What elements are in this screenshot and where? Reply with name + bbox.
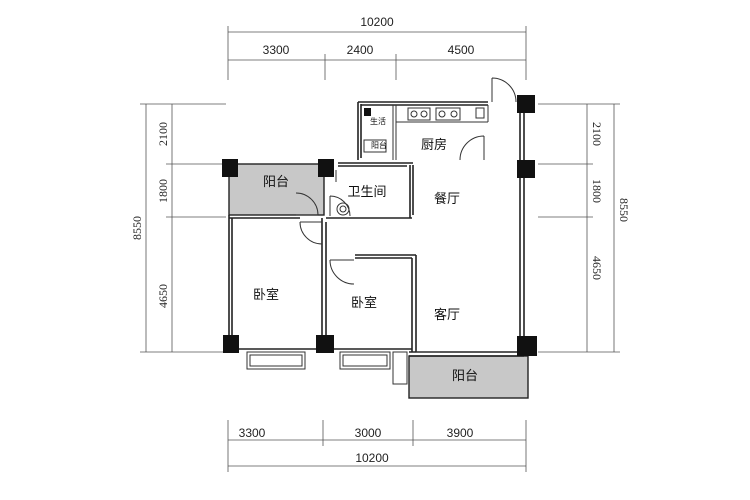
walls bbox=[228, 101, 525, 357]
bedroom-left-label: 卧室 bbox=[253, 287, 279, 303]
right-dimension-group: 2100 1800 4650 8550 bbox=[538, 103, 631, 353]
balcony-bottom-label: 阳台 bbox=[452, 369, 478, 384]
left-dimension-group: 8550 2100 1800 4650 bbox=[130, 103, 226, 353]
utility-b-label: 阳台 bbox=[371, 140, 387, 150]
bottom-segment-3-label: 3900 bbox=[447, 426, 474, 440]
left-total-label: 8550 bbox=[130, 216, 144, 240]
kitchen-fixtures bbox=[407, 107, 485, 121]
utility-a-label: 生活 bbox=[370, 116, 386, 126]
structural-columns bbox=[222, 95, 537, 356]
living-room-label: 客厅 bbox=[434, 307, 460, 323]
bottom-segment-1-label: 3300 bbox=[239, 426, 266, 440]
bathroom-label: 卫生间 bbox=[347, 185, 386, 200]
right-segment-2-label: 1800 bbox=[590, 179, 604, 203]
doors bbox=[295, 77, 517, 353]
dining-label: 餐厅 bbox=[434, 191, 460, 207]
bay-windows bbox=[246, 351, 408, 385]
bottom-total-label: 10200 bbox=[355, 451, 389, 465]
top-segment-2-label: 2400 bbox=[347, 43, 374, 57]
kitchen-label: 厨房 bbox=[421, 137, 447, 153]
balcony-bottom-area bbox=[408, 355, 529, 399]
right-segment-1-label: 2100 bbox=[590, 122, 604, 146]
left-segment-1-label: 2100 bbox=[156, 122, 170, 146]
bedroom-mid-label: 卧室 bbox=[351, 295, 377, 311]
bottom-segment-2-label: 3000 bbox=[355, 426, 382, 440]
top-segment-1-label: 3300 bbox=[263, 43, 290, 57]
right-total-label: 8550 bbox=[617, 198, 631, 222]
top-segment-3-label: 4500 bbox=[448, 43, 475, 57]
left-segment-3-label: 4650 bbox=[156, 284, 170, 308]
right-segment-3-label: 4650 bbox=[590, 256, 604, 280]
top-total-label: 10200 bbox=[360, 15, 394, 29]
balcony-top-area bbox=[228, 163, 325, 216]
bathroom-fixtures bbox=[335, 108, 387, 216]
left-segment-2-label: 1800 bbox=[156, 179, 170, 203]
top-dimension-group: 10200 3300 2400 4500 bbox=[227, 15, 527, 80]
bottom-dimension-group: 3300 3000 3900 10200 bbox=[227, 420, 527, 472]
balcony-top-label: 阳台 bbox=[263, 175, 289, 190]
